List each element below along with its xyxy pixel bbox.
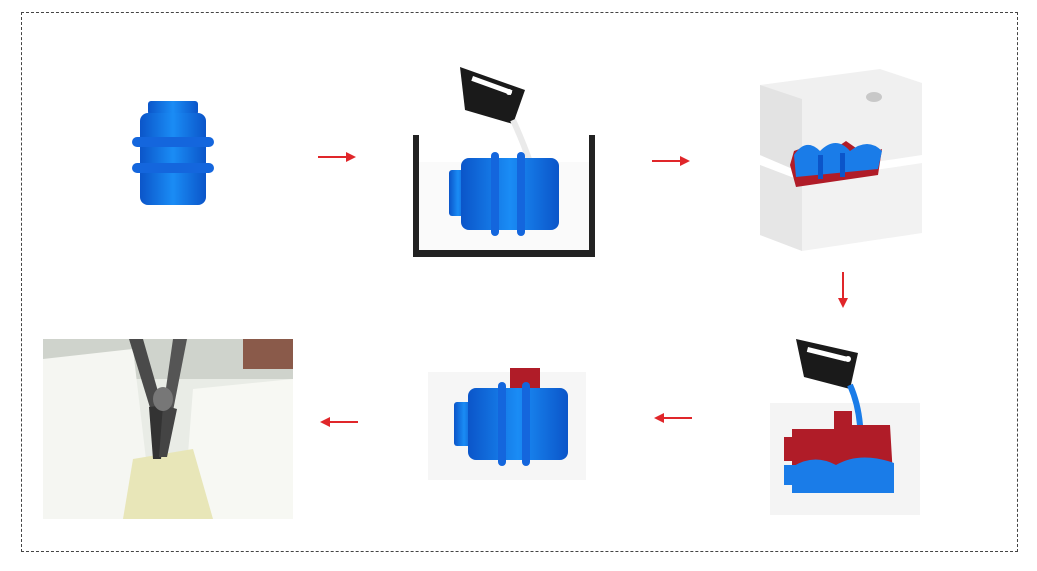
pliers-photo xyxy=(43,339,293,519)
arrow-left-2 xyxy=(320,417,358,427)
arrow-left-1 xyxy=(654,413,692,423)
step-demold-photo xyxy=(43,339,293,519)
step-master-model xyxy=(132,101,214,205)
arrow-right-2 xyxy=(652,156,690,166)
blue-part-icon xyxy=(132,101,214,205)
arrow-down xyxy=(838,272,848,308)
pour-cup-icon xyxy=(460,67,533,163)
arrow-right-1 xyxy=(318,152,356,162)
step-cast-part xyxy=(428,368,586,480)
step-silicone-pour xyxy=(413,67,595,257)
mold-block-icon xyxy=(760,69,922,251)
step-resin-pour xyxy=(770,339,920,515)
cast-part-icon xyxy=(454,368,568,466)
diagram-frame xyxy=(21,12,1018,552)
resin-pour-icon xyxy=(784,339,894,493)
step-cut-mold xyxy=(760,69,922,251)
submerged-part-icon xyxy=(449,152,559,236)
